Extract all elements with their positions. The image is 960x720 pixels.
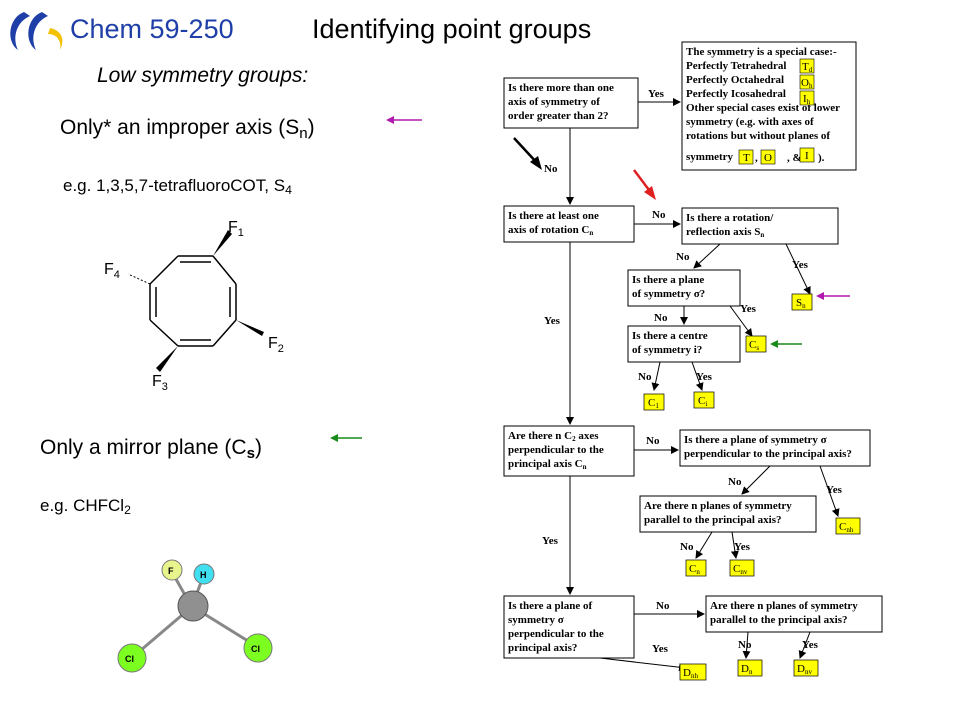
result-c1: C1 — [648, 397, 659, 410]
q7-text: Is there a plane of symmetry σ perpendic… — [684, 434, 852, 460]
q2-text: Is there at least one axis of rotation C… — [508, 210, 602, 237]
chfcl2-model: F H Cl Cl — [117, 559, 273, 673]
o-label: O — [764, 152, 772, 164]
q7-no-label: No — [728, 476, 742, 488]
chlorine-label-right: Cl — [251, 644, 260, 654]
result-dnh: Dnh — [683, 667, 698, 680]
course-code: Chem 59-250 — [70, 14, 234, 44]
annotation-arrows — [513, 137, 850, 348]
q9-yes-label: Yes — [652, 643, 669, 655]
hydrogen-atom — [193, 563, 215, 585]
i-label: I — [805, 150, 809, 162]
q10-text: Are there n planes of symmetry parallel … — [710, 600, 861, 626]
result-cn: Cn — [689, 563, 700, 576]
q3-yes-label: Yes — [792, 259, 809, 271]
q3-text: Is there a rotation/ reflection axis Sn — [686, 212, 776, 239]
q10-no-label: No — [738, 639, 752, 651]
result-cnh: Cnh — [839, 521, 854, 534]
chlorine-atom-left — [117, 643, 147, 673]
cs-heading: Only a mirror plane (Cs) — [40, 436, 262, 462]
cs-pointer-arrow — [330, 434, 362, 442]
q5-no-label: No — [638, 371, 652, 383]
q8-yes-label: Yes — [734, 541, 751, 553]
slide-title: Identifying point groups — [312, 14, 592, 44]
q9-no-label: No — [656, 600, 670, 612]
q7-yes-label: Yes — [826, 484, 843, 496]
q2-yes-label: Yes — [544, 315, 561, 327]
q8-no-label: No — [680, 541, 694, 553]
q10-yes-label: Yes — [802, 639, 819, 651]
cs-example: e.g. CHFCl2 — [40, 496, 131, 518]
sn-pointer-arrow — [386, 116, 422, 124]
fluorine-label: F — [168, 566, 174, 576]
q1-no-label: No — [544, 163, 558, 175]
q6-no-label: No — [646, 435, 660, 447]
q1-yes-label: Yes — [648, 88, 665, 100]
q6-yes-label: Yes — [542, 535, 559, 547]
q9-text: Is there a plane of symmetry σ perpendic… — [508, 600, 607, 654]
fluorine-atom — [161, 559, 183, 581]
sn-heading: Only* an improper axis (Sn) — [60, 116, 315, 142]
q2-no-label: No — [652, 209, 666, 221]
q4-text: Is there a plane of symmetry σ? — [632, 274, 707, 300]
q1-text: Is there more than one axis of symmetry … — [508, 82, 617, 122]
q4-yes-label: Yes — [740, 303, 757, 315]
point-group-flowchart: The symmetry is a special case:- Perfect… — [503, 41, 883, 681]
q5-yes-label: Yes — [696, 371, 713, 383]
slide-subtitle: Low symmetry groups: — [97, 64, 309, 87]
t-label: T — [743, 152, 750, 164]
result-cs: Cs — [749, 339, 759, 352]
sn-example: e.g. 1,3,5,7-tetrafluoroCOT, S4 — [63, 176, 292, 198]
chlorine-label-left: Cl — [125, 654, 134, 664]
q8-text: Are there n planes of symmetry parallel … — [644, 500, 795, 526]
tetrafluorocot-structure: F1 F2 F3 F4 — [104, 219, 284, 393]
special-end: ). — [818, 152, 825, 164]
hydrogen-label: H — [200, 570, 207, 580]
td-label: Td — [802, 61, 813, 74]
result-ci: Ci — [698, 395, 707, 408]
result-dn: Dn — [741, 663, 753, 676]
university-logo — [10, 12, 63, 50]
carbon-atom — [177, 590, 209, 622]
special-sep2: , & — [787, 152, 802, 164]
q6-text: Are there n C2 axes perpendicular to the… — [508, 430, 607, 471]
chlorine-atom-right — [243, 633, 273, 663]
f1-label: F1 — [228, 219, 244, 239]
f2-label: F2 — [268, 335, 284, 355]
oh-label: Oh — [801, 77, 813, 90]
q3-no-label: No — [676, 251, 690, 263]
f4-label: F4 — [104, 261, 120, 281]
q4-no-label: No — [654, 312, 668, 324]
result-cnv: Cnv — [733, 563, 748, 576]
q5-text: Is there a centre of symmetry i? — [632, 330, 710, 356]
ih-label: Ih — [803, 93, 811, 106]
special-case-text: The symmetry is a special case:- Perfect… — [686, 46, 843, 163]
result-dnv: Dnv — [797, 663, 812, 676]
special-sep1: , — [755, 152, 758, 164]
result-sn: Sn — [796, 297, 806, 310]
f3-label: F3 — [152, 373, 168, 393]
